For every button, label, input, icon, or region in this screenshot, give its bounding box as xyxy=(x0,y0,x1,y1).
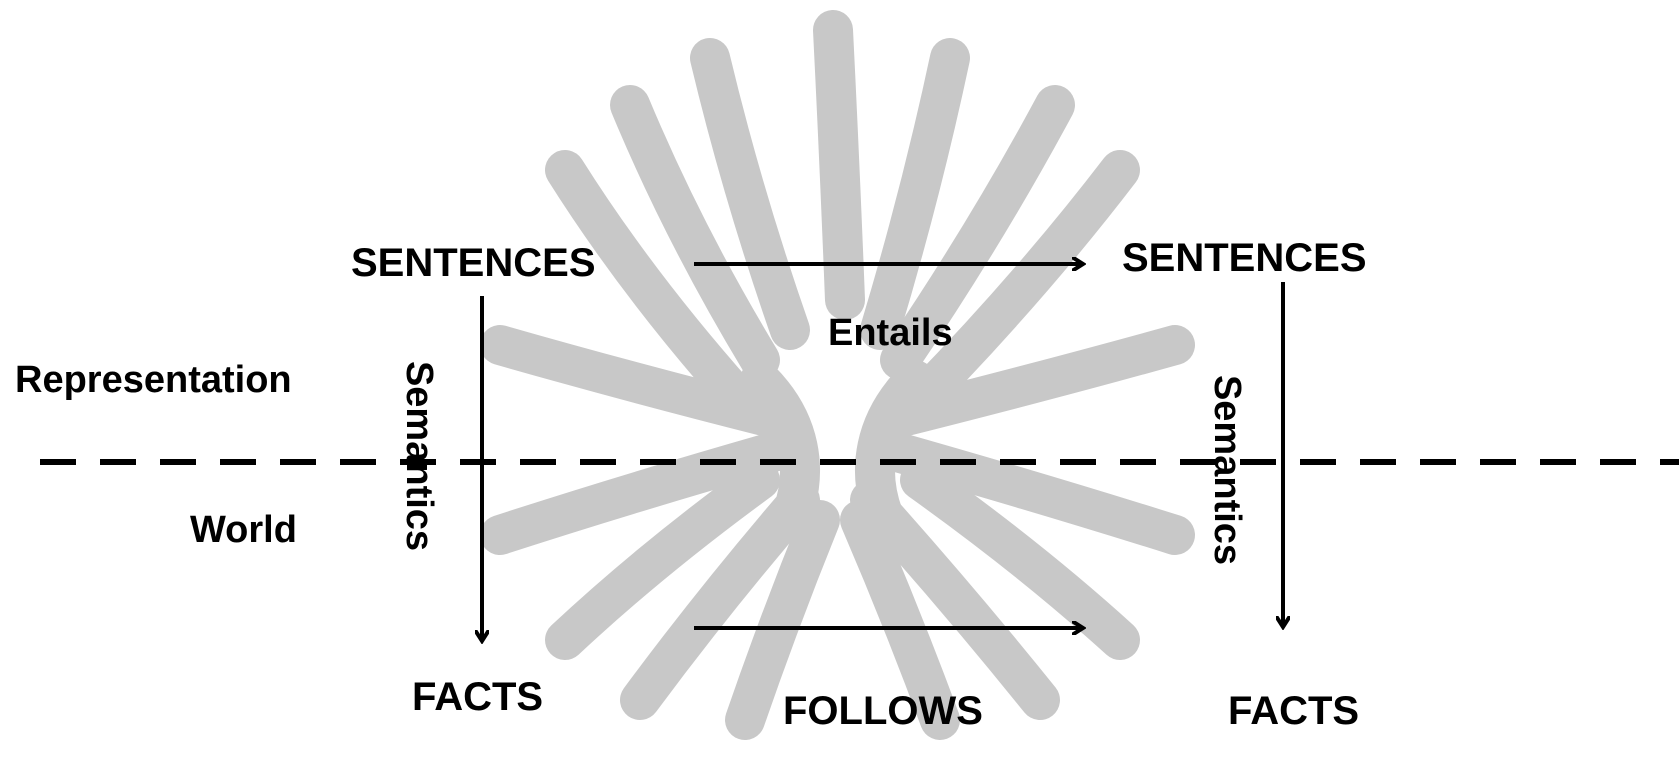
semantics-label-right: Semantics xyxy=(1206,374,1248,566)
radial-petal-logo-icon xyxy=(480,10,1195,740)
logo-petal xyxy=(725,500,840,740)
facts-label-left: FACTS xyxy=(412,675,544,719)
logo-petal xyxy=(480,325,800,440)
logo-petal xyxy=(610,85,780,380)
logo-petal xyxy=(855,360,935,540)
world-label: World xyxy=(190,509,297,551)
logo-petal xyxy=(690,38,810,350)
follows-label: FOLLOWS xyxy=(783,689,983,733)
logo-petal xyxy=(870,325,1195,440)
logo-petal xyxy=(870,430,1195,555)
logo-petal xyxy=(840,500,960,740)
logo-petal xyxy=(860,38,970,350)
semantics-label-left: Semantics xyxy=(398,360,440,552)
logo-petal xyxy=(900,150,1140,420)
representation-label: Representation xyxy=(15,359,292,401)
sentences-label-left: SENTENCES xyxy=(351,241,596,285)
sentences-label-right: SENTENCES xyxy=(1122,236,1367,280)
logo-petal xyxy=(545,150,760,420)
logo-petal xyxy=(880,85,1075,380)
logo-petal xyxy=(813,10,865,320)
logo-petal xyxy=(900,460,1140,660)
entails-label: Entails xyxy=(828,312,953,354)
logo-petal xyxy=(740,360,820,540)
logo-petal xyxy=(480,430,800,555)
logo-petal xyxy=(545,460,780,660)
facts-label-right: FACTS xyxy=(1228,689,1360,733)
